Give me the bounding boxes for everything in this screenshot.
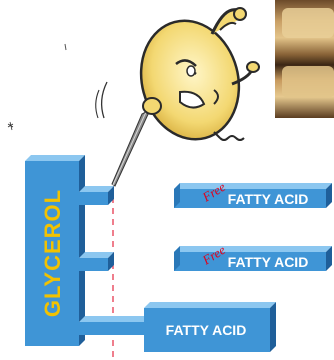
cartoon-scissor-character-icon xyxy=(96,8,259,186)
glycerol-label: GLYCEROL xyxy=(40,189,65,317)
connector-3 xyxy=(79,316,150,335)
stray-tick-mark xyxy=(65,44,66,50)
connector-1 xyxy=(79,186,114,205)
fatty-acid-label-1: FATTY ACID xyxy=(228,191,309,207)
stacked-fat-photo xyxy=(275,0,334,118)
fatty-acid-label-2: FATTY ACID xyxy=(228,254,309,270)
small-cursor-icon xyxy=(8,122,13,130)
fatty-acid-label-3: FATTY ACID xyxy=(166,322,247,338)
connector-2 xyxy=(79,252,114,271)
